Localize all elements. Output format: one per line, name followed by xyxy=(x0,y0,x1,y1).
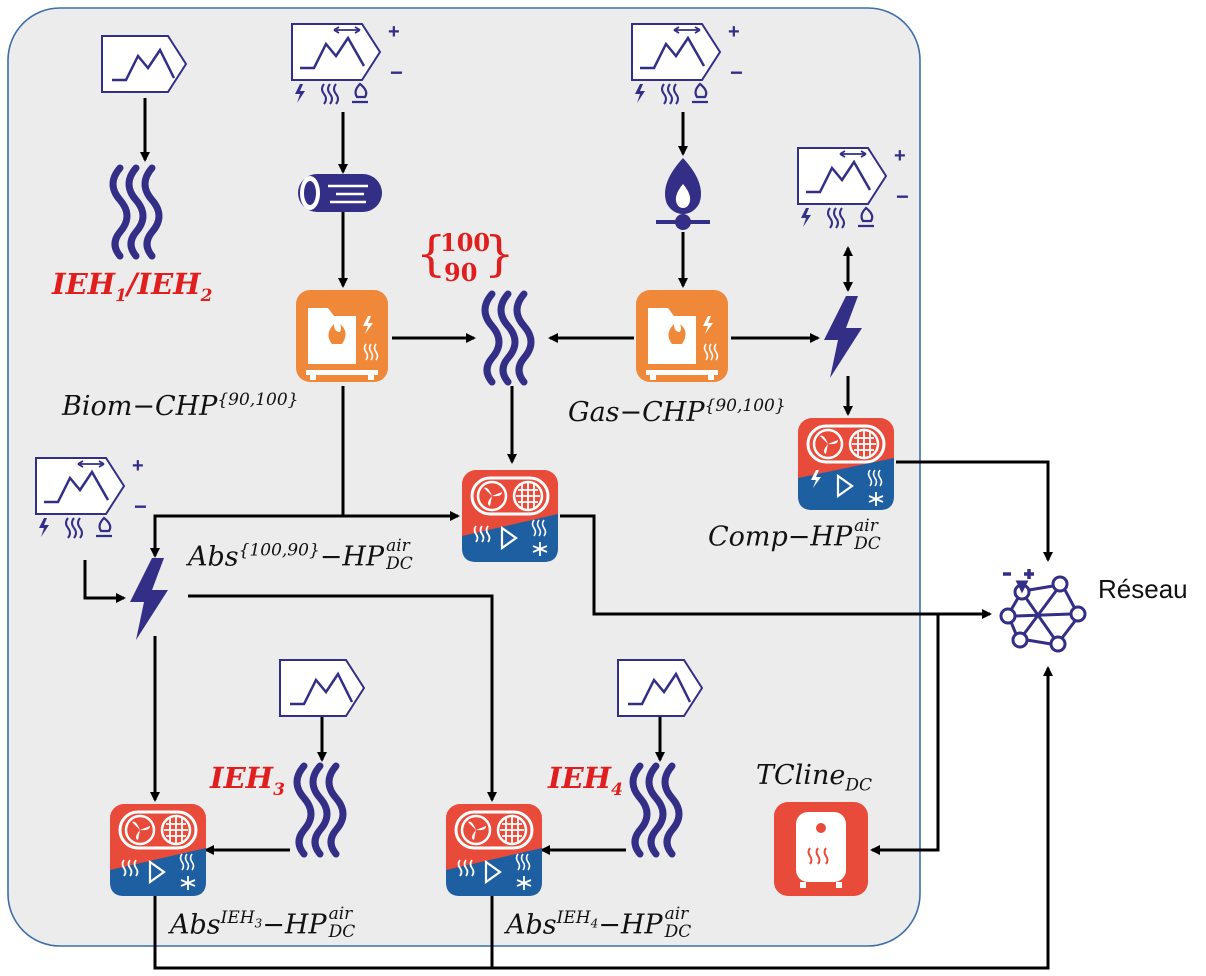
gas-flame-icon xyxy=(656,158,710,230)
profile-icon-ieh3 xyxy=(278,658,366,718)
ieh3-label: IEH3 xyxy=(210,761,285,800)
brace-left: { xyxy=(416,226,447,282)
abs3-hp-unit xyxy=(108,802,208,898)
gas-chp-unit xyxy=(635,289,729,383)
profile-icon-ieh12 xyxy=(100,34,188,94)
tcline-label: TClineDC xyxy=(756,760,872,796)
abs-hp-unit xyxy=(460,468,560,564)
biom-chp-unit xyxy=(295,289,389,383)
ieh12-label: IEH1/IEH2 xyxy=(52,267,213,306)
connection-lines xyxy=(83,98,1053,970)
brace-value-top: 100 xyxy=(440,228,491,257)
reseau-label: Réseau xyxy=(1098,574,1188,604)
thermal-storage-icon xyxy=(774,802,868,896)
brace-right: } xyxy=(484,226,515,282)
biom-chp-label: Biom−CHP{90,100} xyxy=(62,390,299,422)
ieh4-label: IEH4 xyxy=(548,761,623,800)
abs4-hp-unit xyxy=(444,802,544,898)
brace-value-bottom: 90 xyxy=(444,258,478,287)
biomass-log-icon xyxy=(298,174,382,212)
profile-icon-ieh4 xyxy=(616,658,704,718)
comp-hp-unit xyxy=(796,416,896,512)
network-icon xyxy=(999,569,1087,653)
gas-chp-label: Gas−CHP{90,100} xyxy=(568,396,786,428)
